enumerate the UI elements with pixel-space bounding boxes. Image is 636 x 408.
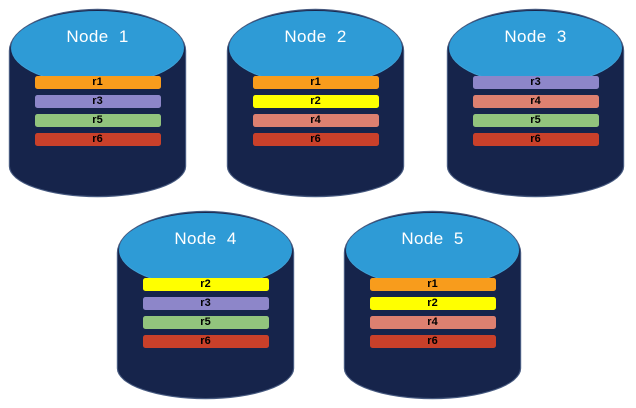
replica-bar-r1[interactable]: r1	[34, 76, 161, 90]
replica-bar-r2[interactable]: r2	[369, 297, 496, 311]
replica-bar-r1[interactable]: r1	[252, 76, 379, 90]
replica-bar-r6[interactable]: r6	[472, 133, 599, 147]
replica-list: r1 r2 r4 r6	[252, 76, 379, 147]
replica-bar-r4[interactable]: r4	[472, 95, 599, 109]
replica-bar-r1[interactable]: r1	[369, 278, 496, 292]
cylinder-top-ellipse	[345, 212, 520, 288]
replica-list: r1 r2 r4 r6	[369, 278, 496, 349]
cylinder-top-ellipse	[448, 10, 623, 86]
replica-bar-r6[interactable]: r6	[34, 133, 161, 147]
replica-list: r2 r3 r5 r6	[142, 278, 269, 349]
cylinder-top-ellipse	[10, 10, 185, 86]
replica-bar-r2[interactable]: r2	[142, 278, 269, 292]
replica-bar-r4[interactable]: r4	[252, 114, 379, 128]
replica-bar-r5[interactable]: r5	[142, 316, 269, 330]
replica-bar-r3[interactable]: r3	[142, 297, 269, 311]
replica-bar-r3[interactable]: r3	[472, 76, 599, 90]
cylinder-top-ellipse	[118, 212, 293, 288]
replica-bar-r6[interactable]: r6	[142, 335, 269, 349]
replica-bar-r5[interactable]: r5	[34, 114, 161, 128]
replica-list: r3 r4 r5 r6	[472, 76, 599, 147]
replica-list: r1 r3 r5 r6	[34, 76, 161, 147]
replica-bar-r4[interactable]: r4	[369, 316, 496, 330]
replica-bar-r2[interactable]: r2	[252, 95, 379, 109]
replica-bar-r6[interactable]: r6	[252, 133, 379, 147]
replica-bar-r5[interactable]: r5	[472, 114, 599, 128]
cylinder-top-ellipse	[228, 10, 403, 86]
replica-bar-r3[interactable]: r3	[34, 95, 161, 109]
replica-bar-r6[interactable]: r6	[369, 335, 496, 349]
